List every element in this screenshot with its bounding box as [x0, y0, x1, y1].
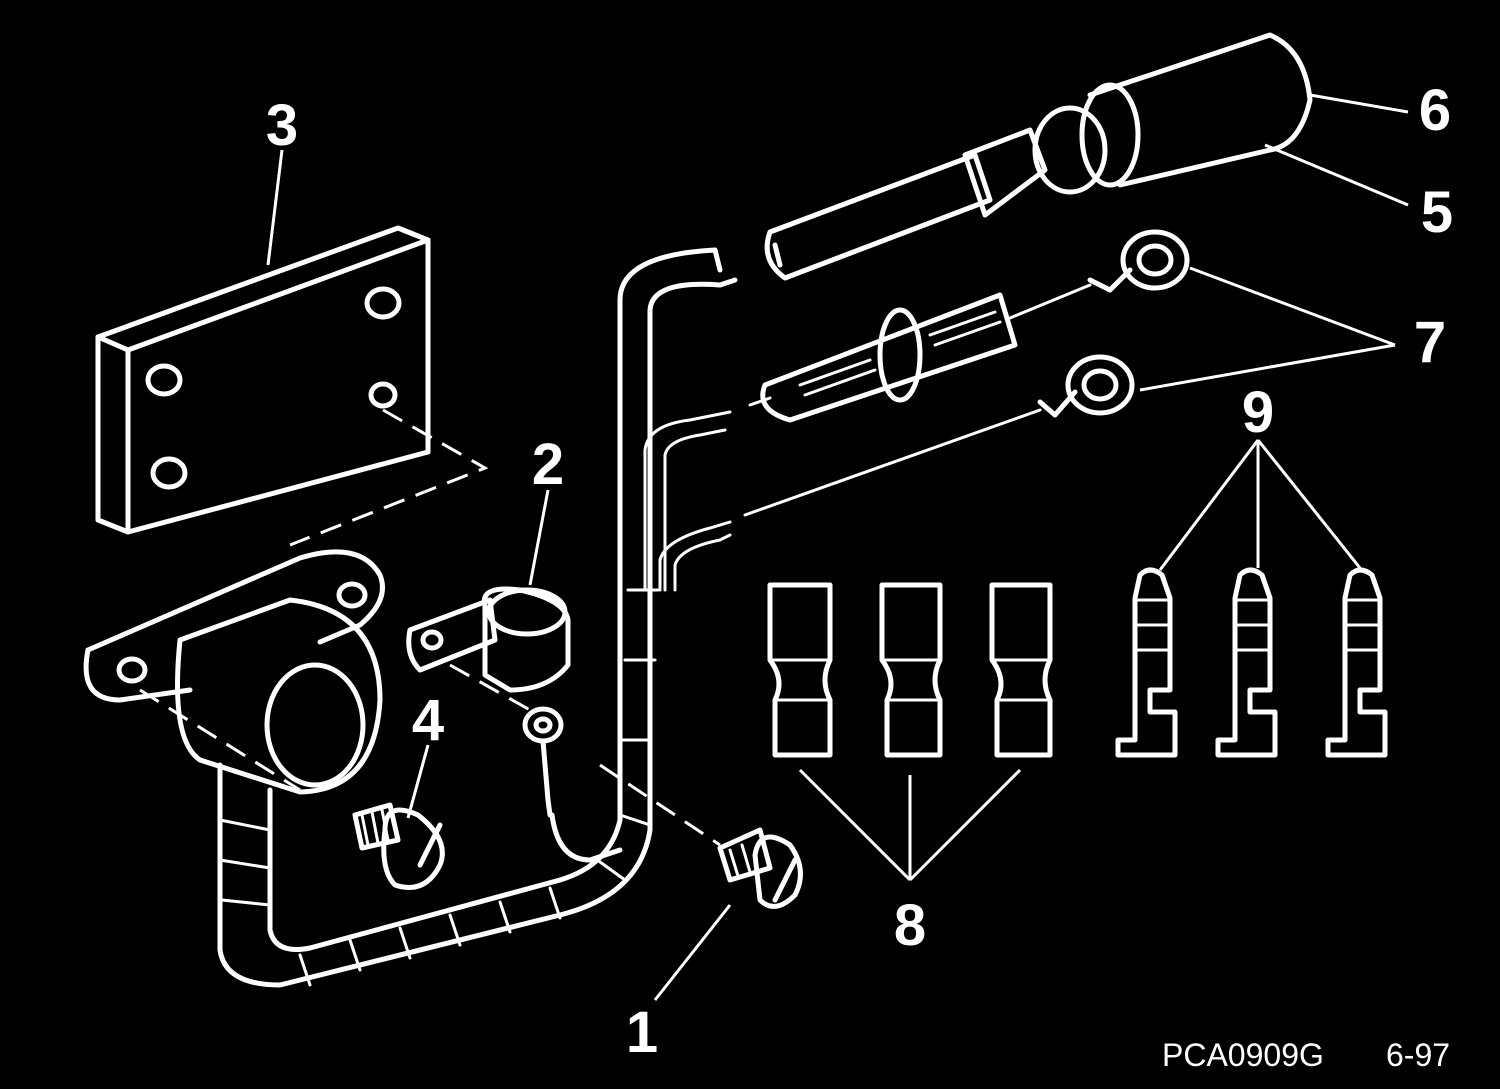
bullet-connector — [1325, 567, 1388, 758]
callout-6: 6 — [1419, 78, 1451, 143]
figure-code: PCA0909G — [1162, 1037, 1324, 1073]
bullet-connector — [1115, 567, 1178, 758]
cable-clamp — [406, 586, 571, 712]
callout-8: 8 — [894, 893, 926, 958]
mounting-plate — [95, 225, 489, 547]
callout-5: 5 — [1421, 180, 1453, 245]
callout-1: 1 — [626, 1000, 658, 1065]
butt-connectors — [767, 582, 1053, 758]
leader-lines — [266, 93, 1409, 1001]
butt-connector — [879, 582, 943, 758]
wire-harness — [217, 247, 738, 988]
callout-4: 4 — [412, 688, 444, 753]
screw-long — [599, 763, 803, 909]
callout-3: 3 — [266, 93, 298, 158]
screw-short — [352, 802, 445, 890]
fuse-holder — [748, 292, 1018, 423]
ring-terminals — [743, 229, 1190, 517]
bullet-connector — [1215, 567, 1278, 758]
butt-connector — [989, 582, 1053, 758]
ground-lead — [522, 706, 623, 863]
insulation-tube — [764, 152, 993, 281]
callout-7: 7 — [1414, 310, 1446, 375]
date-code: 6-97 — [1386, 1037, 1450, 1073]
butt-connector — [767, 582, 833, 758]
bullet-connectors — [1115, 567, 1388, 758]
callout-2: 2 — [532, 432, 564, 497]
receptacle-socket — [83, 549, 385, 795]
callout-9: 9 — [1242, 380, 1274, 445]
boot-cap — [962, 32, 1313, 218]
branch-wires — [643, 410, 732, 592]
